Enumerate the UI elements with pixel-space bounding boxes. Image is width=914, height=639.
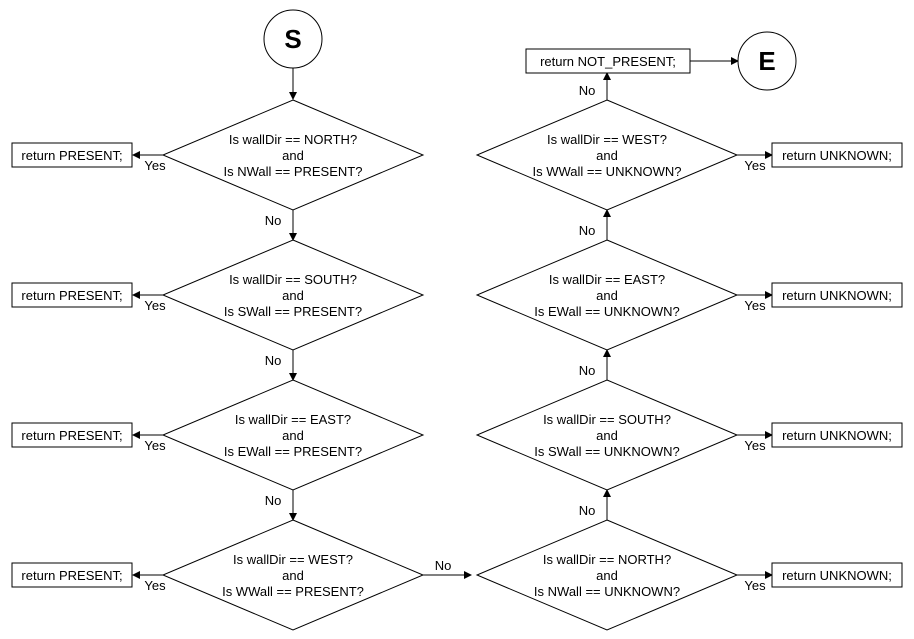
no-label: No [265, 213, 282, 228]
decision-unknown-4-line: Is NWall == UNKNOWN? [534, 584, 680, 599]
decision-present-3-line: and [282, 428, 304, 443]
decision-present-1-line: and [282, 148, 304, 163]
result-unknown-label: return UNKNOWN; [782, 148, 892, 163]
no-label: No [579, 503, 596, 518]
result-unknown-box [771, 422, 903, 448]
no-label: No [579, 363, 596, 378]
result-unknown-label: return UNKNOWN; [782, 568, 892, 583]
decision-present-2-line: Is wallDir == SOUTH? [229, 272, 357, 287]
decision-unknown-1-line: Is wallDir == WEST? [547, 132, 667, 147]
decision-unknown-3-line: Is SWall == UNKNOWN? [534, 444, 679, 459]
result-unknown-label: return UNKNOWN; [782, 428, 892, 443]
result-unknown-box [771, 282, 903, 308]
result-unknown-label: return UNKNOWN; [782, 288, 892, 303]
no-label: No [265, 353, 282, 368]
decision-unknown-1-line: Is WWall == UNKNOWN? [532, 164, 681, 179]
result-unknown-box [771, 562, 903, 588]
decision-present-1-line: Is NWall == PRESENT? [224, 164, 363, 179]
decision-unknown-3-line: and [596, 428, 618, 443]
decision-present-4 [161, 519, 425, 631]
decision-unknown-4-line: and [596, 568, 618, 583]
decision-unknown-3 [475, 379, 739, 491]
yes-label: Yes [744, 298, 766, 313]
no-label: No [579, 83, 596, 98]
decision-unknown-2-line: and [596, 288, 618, 303]
decision-present-3 [161, 379, 425, 491]
no-label: No [265, 493, 282, 508]
decision-present-1 [161, 99, 425, 211]
no-label: No [579, 223, 596, 238]
start-node [263, 9, 323, 69]
yes-label: Yes [144, 578, 166, 593]
result-present-box [11, 422, 133, 448]
decision-unknown-2-line: Is wallDir == EAST? [549, 272, 665, 287]
decision-unknown-2 [475, 239, 739, 351]
result-present-box [11, 142, 133, 168]
result-present-box [11, 562, 133, 588]
yes-label: Yes [144, 438, 166, 453]
result-present-label: return PRESENT; [21, 428, 122, 443]
decision-unknown-1-line: and [596, 148, 618, 163]
yes-label: Yes [144, 298, 166, 313]
result-present-box [11, 282, 133, 308]
decision-unknown-4 [475, 519, 739, 631]
no-label: No [435, 558, 452, 573]
decision-unknown-3-line: Is wallDir == SOUTH? [543, 412, 671, 427]
decision-present-2-line: Is SWall == PRESENT? [224, 304, 362, 319]
decision-present-4-line: and [282, 568, 304, 583]
start-label: S [284, 24, 301, 54]
not-present-box [525, 48, 691, 74]
end-label: E [758, 46, 775, 76]
connectors [132, 57, 773, 579]
result-present-label: return PRESENT; [21, 148, 122, 163]
end-node [737, 31, 797, 91]
yes-label: Yes [744, 438, 766, 453]
yes-label: Yes [744, 158, 766, 173]
decision-present-3-line: Is EWall == PRESENT? [224, 444, 362, 459]
decision-present-3-line: Is wallDir == EAST? [235, 412, 351, 427]
decision-present-4-line: Is wallDir == WEST? [233, 552, 353, 567]
not-present-label: return NOT_PRESENT; [540, 54, 676, 69]
yes-label: Yes [744, 578, 766, 593]
decision-present-2 [161, 239, 425, 351]
yes-label: Yes [144, 158, 166, 173]
result-unknown-box [771, 142, 903, 168]
result-present-label: return PRESENT; [21, 568, 122, 583]
decision-unknown-1 [475, 99, 739, 211]
decision-unknown-4-line: Is wallDir == NORTH? [543, 552, 671, 567]
decision-present-2-line: and [282, 288, 304, 303]
decision-present-4-line: Is WWall == PRESENT? [222, 584, 364, 599]
decision-present-1-line: Is wallDir == NORTH? [229, 132, 357, 147]
decision-unknown-2-line: Is EWall == UNKNOWN? [534, 304, 679, 319]
result-present-label: return PRESENT; [21, 288, 122, 303]
